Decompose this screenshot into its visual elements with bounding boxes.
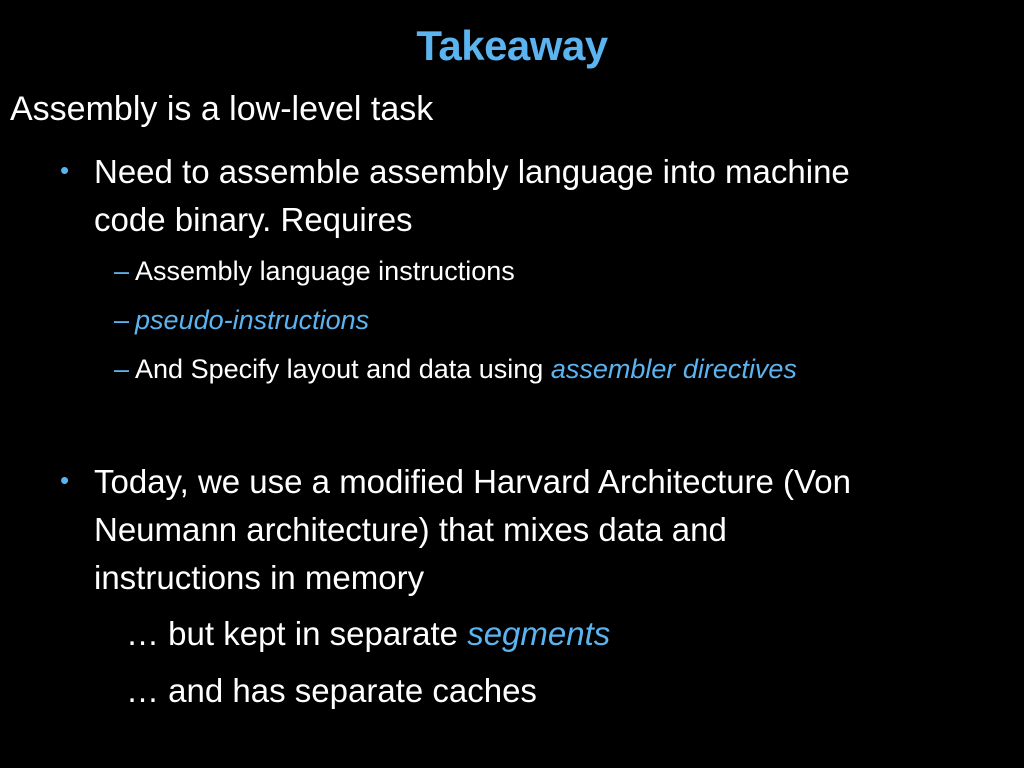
bullet-2-line-2: Neumann architecture) that mixes data an…	[94, 511, 727, 548]
bullet-2-line-3: instructions in memory	[94, 559, 425, 596]
sub-bullet-1: –Assembly language instructions	[114, 253, 515, 289]
continuation-1-text: … but kept in separate	[126, 615, 468, 652]
bullet-1: Need to assemble assembly language into …	[94, 148, 974, 244]
sub-bullet-2-highlight: pseudo-instructions	[135, 305, 370, 335]
bullet-1-line-2: code binary. Requires	[94, 201, 413, 238]
sub-bullet-3: –And Specify layout and data using assem…	[114, 351, 797, 387]
dash-marker: –	[114, 256, 130, 286]
continuation-1-highlight: segments	[467, 615, 611, 652]
bullet-2-line-1: Today, we use a modified Harvard Archite…	[94, 463, 851, 500]
sub-bullet-3-highlight: assembler directives	[550, 354, 797, 384]
sub-bullet-1-text: Assembly language instructions	[135, 256, 515, 286]
bullet-1-line-1: Need to assemble assembly language into …	[94, 153, 850, 190]
sub-bullet-2: –pseudo-instructions	[114, 302, 369, 338]
dash-marker: –	[114, 354, 130, 384]
continuation-2-text: … and has separate caches	[126, 672, 537, 709]
bullet-2: Today, we use a modified Harvard Archite…	[94, 458, 974, 602]
sub-bullet-3-text: And Specify layout and data using	[135, 354, 551, 384]
slide-title: Takeaway	[416, 22, 608, 69]
continuation-1: … but kept in separate segments	[126, 612, 610, 656]
slide-heading: Assembly is a low-level task	[10, 90, 434, 128]
bullet-marker-1: •	[60, 155, 70, 185]
dash-marker: –	[114, 305, 130, 335]
bullet-marker-2: •	[60, 465, 70, 495]
continuation-2: … and has separate caches	[126, 669, 537, 713]
